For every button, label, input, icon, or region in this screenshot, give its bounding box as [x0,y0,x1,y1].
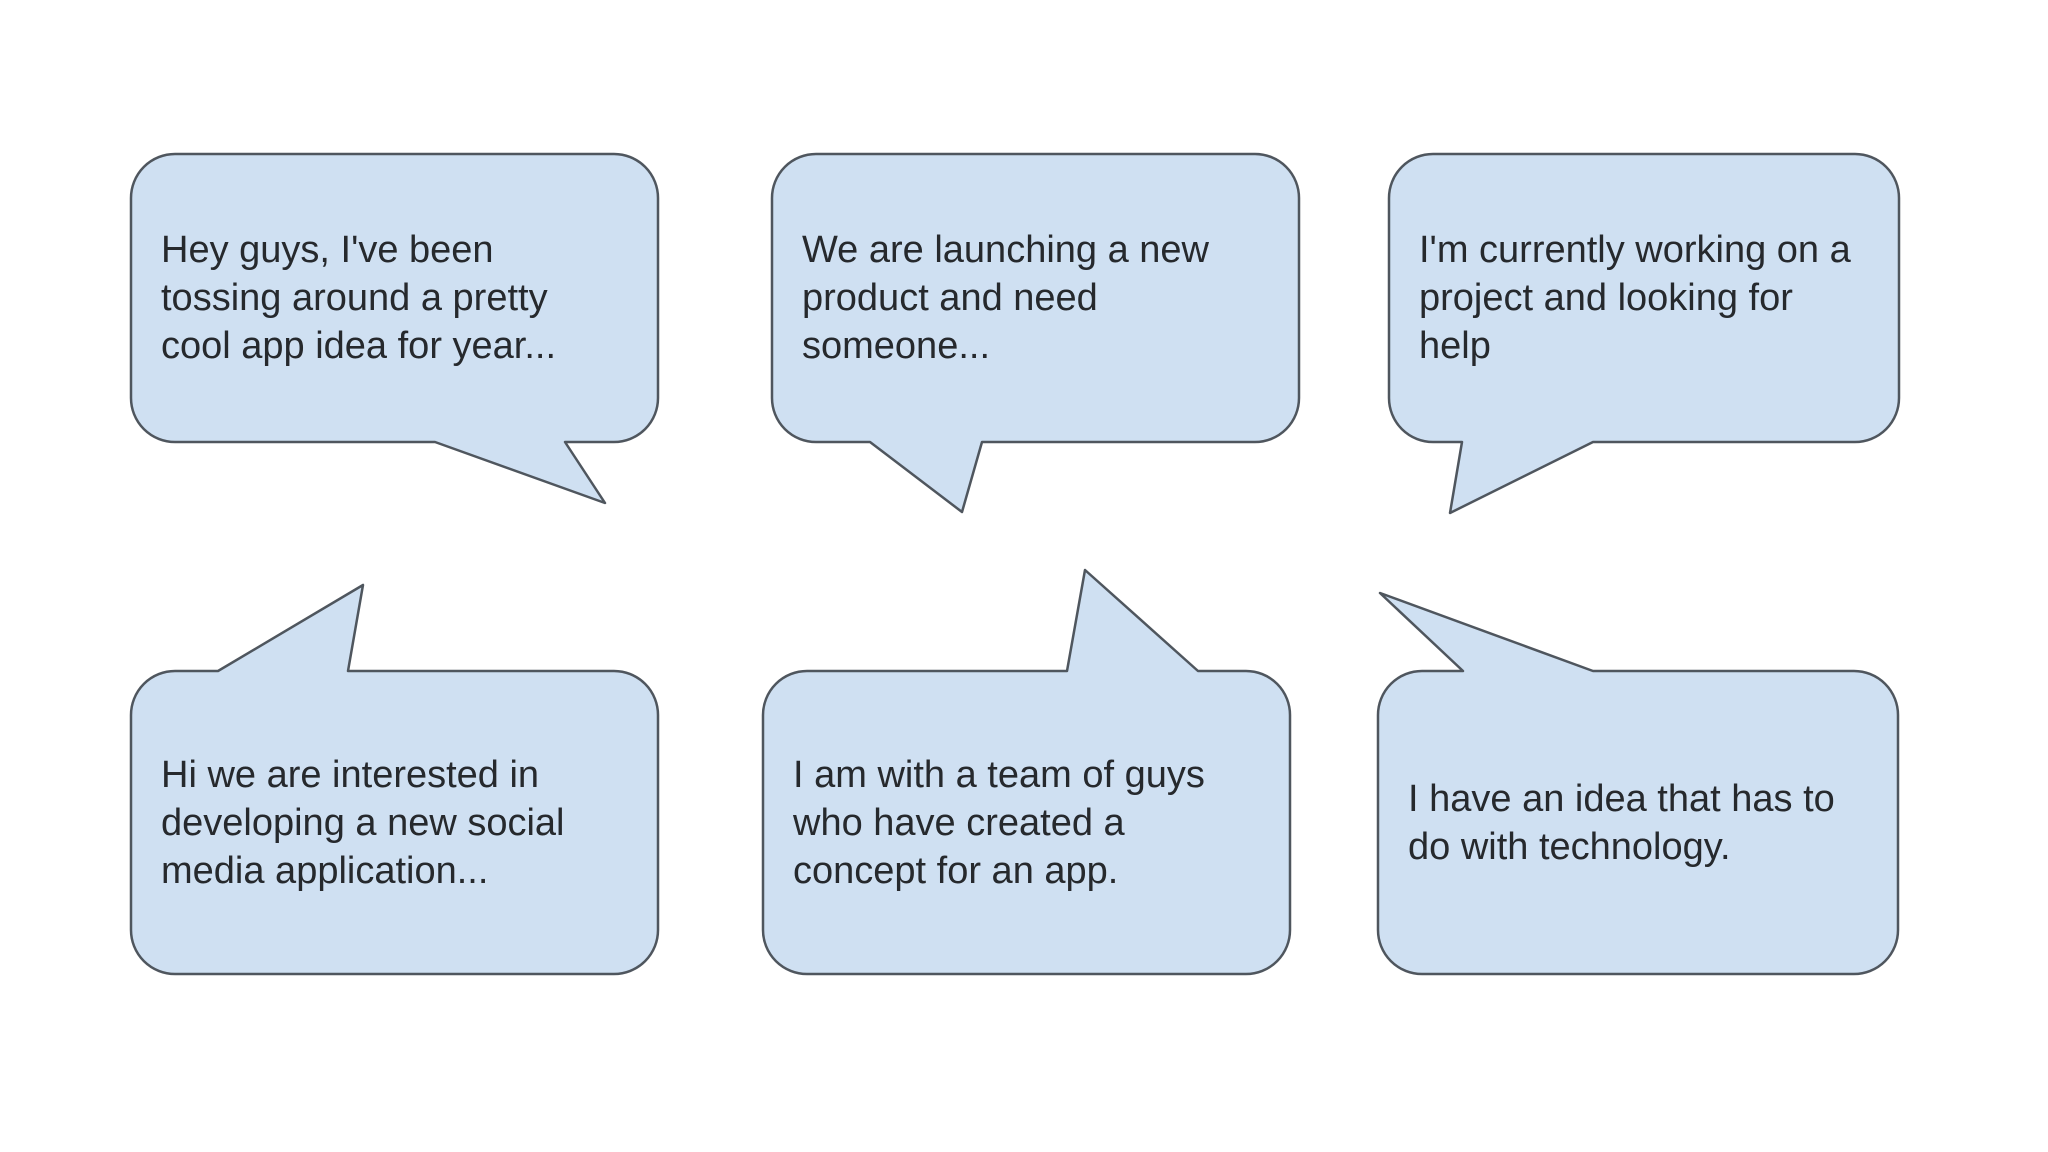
speech-bubble-4: Hi we are interested in developing a new… [129,583,660,976]
speech-bubble-2: We are launching a new product and need … [770,152,1301,514]
speech-bubble-4-outline [129,583,660,976]
speech-bubble-5-outline [761,568,1292,976]
speech-bubble-3: I'm currently working on a project and l… [1387,152,1901,515]
speech-bubble-6-shape [1376,591,1900,976]
speech-bubble-1-text: Hey guys, I've been tossing around a pre… [161,229,557,367]
speech-bubble-2-text: We are launching a new product and need … [802,229,1209,367]
speech-bubble-1: Hey guys, I've been tossing around a pre… [129,152,660,505]
speech-bubble-5-shape [761,568,1292,976]
speech-bubble-3-shape [1387,152,1901,515]
speech-bubble-3-text: I'm currently working on a project and l… [1419,229,1851,367]
speech-bubble-1-shape [129,152,660,505]
speech-bubble-2-outline [770,152,1301,514]
speech-bubble-3-outline [1387,152,1901,515]
speech-bubble-2-shape [770,152,1301,514]
speech-bubble-6-text: I have an idea that has to do with techn… [1408,777,1835,868]
speech-bubble-6: I have an idea that has to do with techn… [1376,591,1900,976]
speech-bubble-1-outline [129,152,660,505]
speech-bubble-6-outline [1376,591,1900,976]
speech-bubble-4-shape [129,583,660,976]
speech-bubble-4-text: Hi we are interested in developing a new… [161,753,565,892]
speech-bubble-5: I am with a team of guys who have create… [761,568,1292,976]
speech-bubble-5-text: I am with a team of guys who have create… [793,753,1205,892]
